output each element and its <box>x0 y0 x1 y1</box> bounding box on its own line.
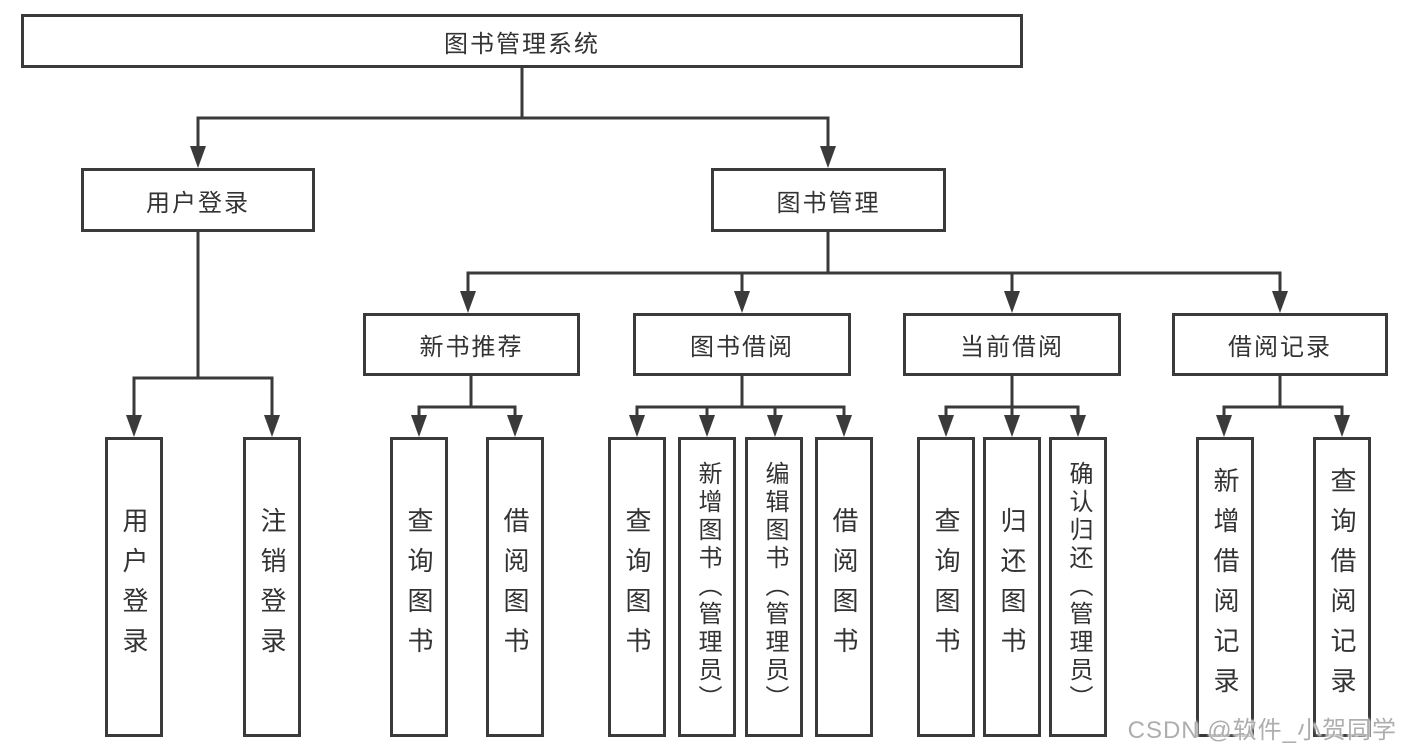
leaf-query-book-recommend: 查询图书 <box>390 437 448 737</box>
node-label: 图书管理系统 <box>444 30 600 58</box>
node-label: 图书管理 <box>776 189 881 217</box>
leaf-add-borrow-record: 新增借阅记录 <box>1196 437 1254 737</box>
leaf-logout: 注销登录 <box>243 437 301 737</box>
leaf-edit-book-admin: 编辑图书（管理员） <box>745 437 803 737</box>
node-book-borrow: 图书借阅 <box>633 313 851 376</box>
node-label: 新书推荐 <box>419 334 524 361</box>
leaf-label: 注销登录 <box>257 507 287 667</box>
node-current-borrow: 当前借阅 <box>903 313 1121 376</box>
leaf-label: 查询图书 <box>404 507 434 667</box>
leaf-borrow-book-recommend: 借阅图书 <box>486 437 544 737</box>
csdn-watermark: CSDN @软件_小贺同学 <box>1127 717 1397 744</box>
node-label: 用户登录 <box>146 189 250 217</box>
leaf-query-book-borrow: 查询图书 <box>608 437 666 737</box>
node-root-system: 图书管理系统 <box>21 14 1023 68</box>
leaf-user-login: 用户登录 <box>105 437 163 737</box>
leaf-borrow-book: 借阅图书 <box>815 437 873 737</box>
leaf-label: 归还图书 <box>997 507 1027 667</box>
arrowheads <box>126 146 1350 437</box>
leaf-return-book: 归还图书 <box>983 437 1041 737</box>
leaf-query-book-current: 查询图书 <box>917 437 975 737</box>
leaf-label: 借阅图书 <box>500 507 530 667</box>
leaf-add-book-admin: 新增图书（管理员） <box>678 437 736 737</box>
node-user-login: 用户登录 <box>81 168 315 232</box>
leaf-label: 查询图书 <box>622 507 652 667</box>
node-new-book-recommend: 新书推荐 <box>363 313 580 376</box>
node-label: 借阅记录 <box>1228 334 1332 361</box>
leaf-label: 借阅图书 <box>829 507 859 667</box>
leaf-label: 查询图书 <box>931 507 961 667</box>
node-label: 当前借阅 <box>960 334 1064 361</box>
leaf-label: 新增借阅记录 <box>1210 467 1240 707</box>
leaf-label: 用户登录 <box>119 507 149 667</box>
node-label: 图书借阅 <box>690 334 794 361</box>
node-book-management: 图书管理 <box>711 168 946 232</box>
leaf-confirm-return-admin: 确认归还（管理员） <box>1049 437 1107 737</box>
leaf-label: 新增图书（管理员） <box>694 461 721 713</box>
node-borrow-records: 借阅记录 <box>1172 313 1388 376</box>
leaf-label: 编辑图书（管理员） <box>761 461 788 713</box>
leaf-query-borrow-record: 查询借阅记录 <box>1313 437 1371 737</box>
leaf-label: 确认归还（管理员） <box>1065 461 1092 713</box>
leaf-label: 查询借阅记录 <box>1327 467 1357 707</box>
